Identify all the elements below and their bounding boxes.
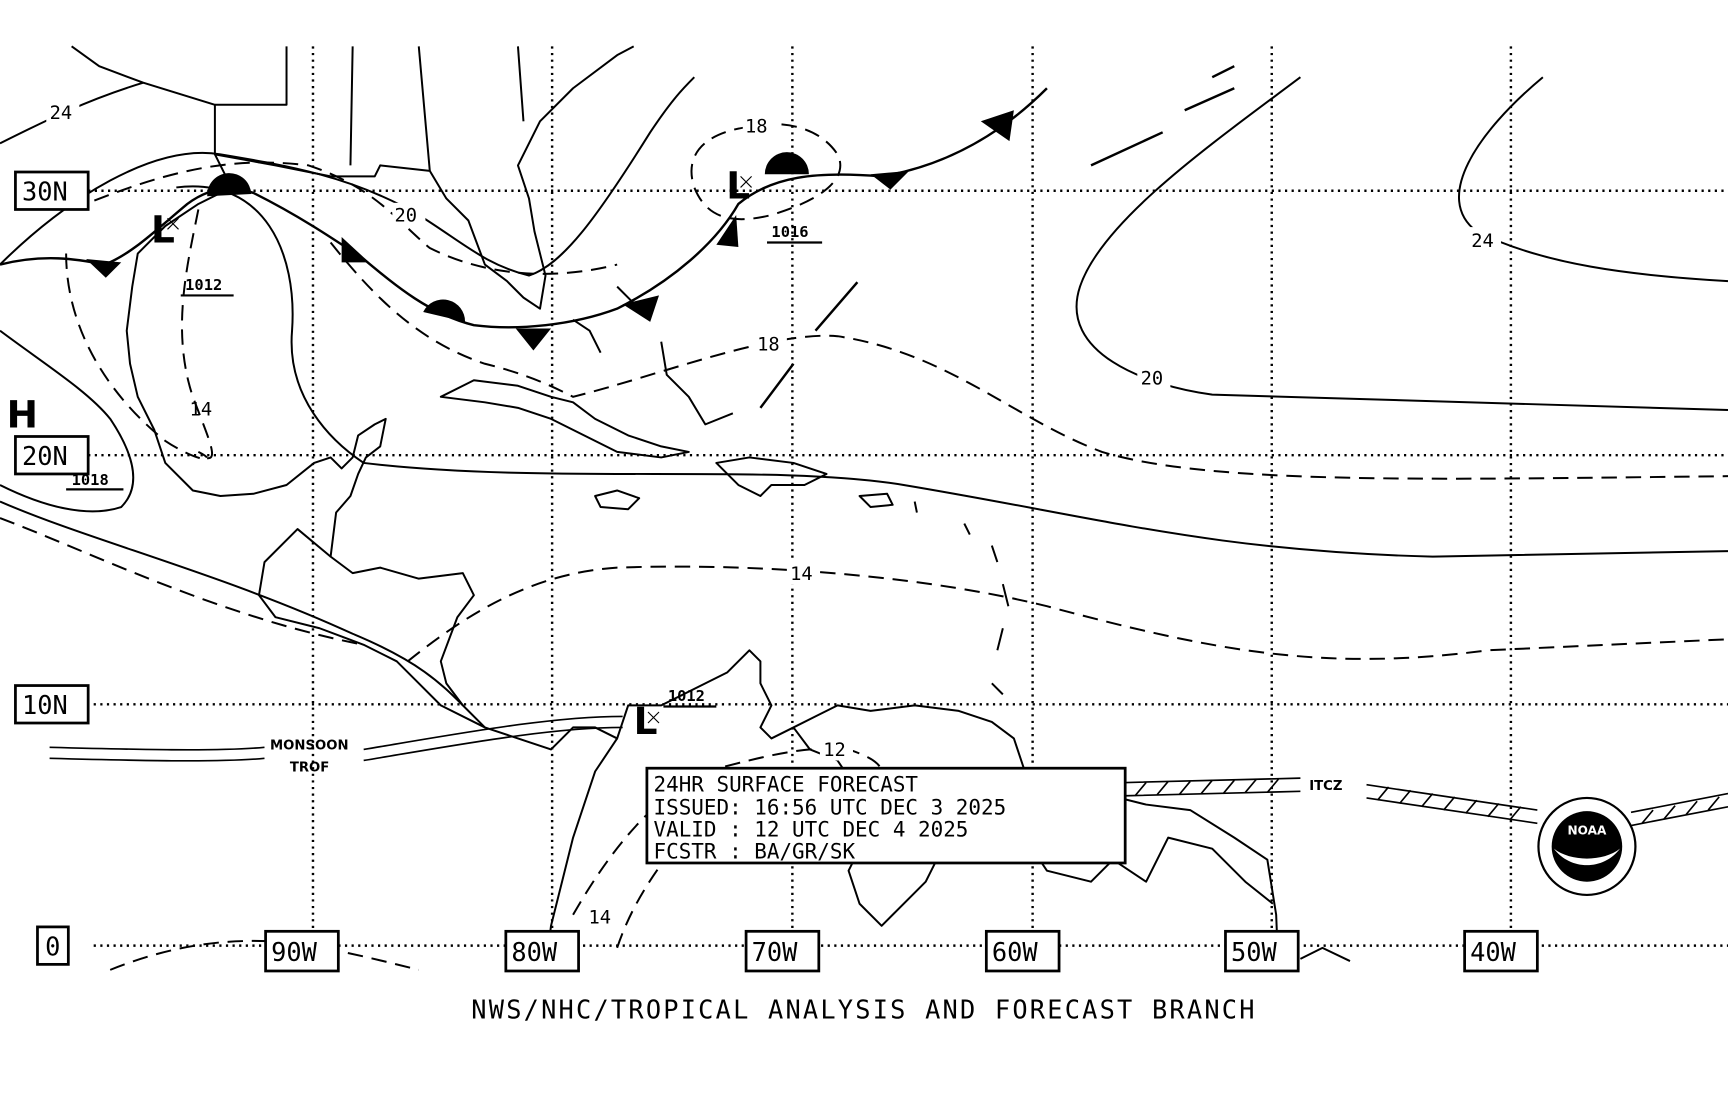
lon-label-90w: 90W	[271, 937, 317, 967]
cold-front-pip	[870, 170, 910, 190]
isobar-label: 24	[1471, 231, 1494, 252]
pressure-value: 1012	[668, 687, 705, 705]
isobar-label: 18	[745, 116, 768, 137]
coastlines	[71, 45, 1351, 971]
isobar-label: 14	[588, 908, 611, 929]
lon-label-70w: 70W	[752, 937, 798, 967]
cold-front-pip	[85, 259, 122, 278]
latitude-labels: 30N 20N 10N 0	[14, 170, 90, 966]
lat-label-10n: 10N	[22, 690, 68, 720]
cold-front-pip	[341, 237, 370, 263]
isobar-label: 20	[1141, 369, 1164, 390]
itcz-label: ITCZ	[1309, 779, 1342, 794]
cold-front-pip	[716, 214, 739, 247]
monsoon-trough-label: TROF	[290, 761, 329, 776]
lon-label-40w: 40W	[1470, 937, 1516, 967]
warm-front-pip	[207, 173, 252, 197]
forecast-info-box: 24HR SURFACE FORECAST ISSUED: 16:56 UTC …	[645, 766, 1127, 865]
low-symbol: L	[151, 208, 175, 252]
isobar-label: 24	[50, 103, 73, 124]
longitude-labels: 90W 80W 70W 60W 50W 40W	[264, 929, 1539, 973]
warm-front-pip	[764, 152, 809, 175]
forecast-title: 24HR SURFACE FORECAST	[654, 772, 919, 796]
noaa-logo-text: NOAA	[1568, 823, 1607, 837]
isobar-labels: 24 20 18 14 18 14 12 20 24 14	[46, 99, 1501, 929]
footer-branch-title: NWS/NHC/TROPICAL ANALYSIS AND FORECAST B…	[471, 994, 1256, 1024]
lon-label-60w: 60W	[992, 937, 1038, 967]
forecasters: FCSTR : BA/GR/SK	[654, 840, 856, 864]
cold-front-pip	[515, 328, 552, 351]
low-symbol: L	[634, 699, 658, 743]
isobar-label: 18	[757, 335, 780, 356]
isobar-label: 14	[790, 564, 813, 585]
pressure-centers: L 1012 L 1016 H 1018 L 1012	[7, 163, 823, 743]
itcz-band	[1126, 777, 1728, 827]
cold-front-pip	[622, 295, 660, 322]
warm-front-pip	[423, 299, 466, 322]
isobar-label: 12	[823, 740, 846, 761]
monsoon-trough-label: MONSOON	[270, 738, 349, 753]
pressure-value: 1016	[771, 223, 808, 241]
cold-front-pip	[980, 110, 1014, 142]
high-symbol: H	[7, 393, 38, 437]
monsoon-trough	[49, 715, 623, 762]
isobar-label: 14	[190, 400, 213, 421]
isobar-label: 20	[395, 206, 418, 227]
valid-time: VALID : 12 UTC DEC 4 2025	[654, 818, 969, 842]
fronts	[0, 65, 1235, 409]
lat-label-30n: 30N	[22, 177, 68, 207]
noaa-logo: NOAA	[1537, 796, 1637, 897]
lon-label-80w: 80W	[511, 937, 557, 967]
pressure-value: 1012	[185, 276, 222, 294]
lat-label-20n: 20N	[22, 441, 68, 471]
pressure-value: 1018	[72, 471, 109, 489]
low-symbol: L	[726, 163, 750, 207]
issued-time: ISSUED: 16:56 UTC DEC 3 2025	[654, 795, 1007, 819]
lon-label-50w: 50W	[1231, 937, 1277, 967]
lat-label-0: 0	[45, 932, 60, 962]
